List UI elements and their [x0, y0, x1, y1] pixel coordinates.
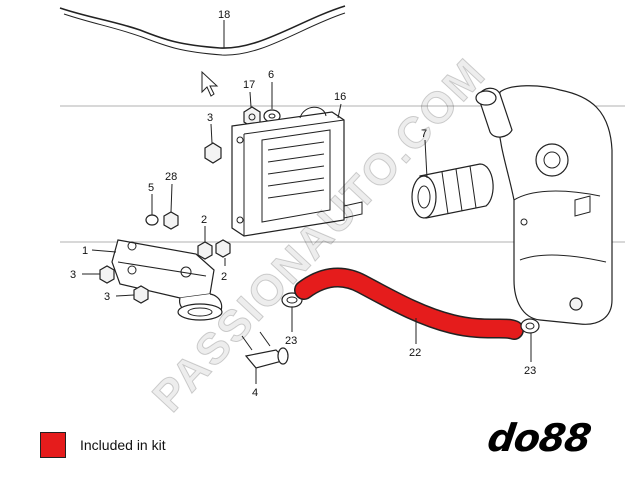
callout-18: 18	[218, 9, 230, 21]
nut-3-top	[204, 142, 222, 164]
callout-3-low: 3	[104, 291, 110, 303]
leader-17	[249, 91, 252, 108]
watermark: PASSIONAUTO.COM	[143, 49, 495, 421]
nut-3-mid	[99, 265, 115, 284]
stabiliser-bar-outline	[63, 12, 346, 56]
washer-5	[145, 214, 159, 226]
callout-1: 1	[82, 245, 88, 257]
brand-logo-text: do88	[484, 416, 594, 460]
callout-6: 6	[268, 69, 274, 81]
callout-3-top: 3	[207, 112, 213, 124]
nut-28	[163, 211, 179, 230]
callout-2-a: 2	[201, 214, 207, 226]
callout-2-b: 2	[221, 271, 227, 283]
thermostat-housing-1	[111, 239, 223, 321]
leader-3-top	[210, 123, 213, 144]
callout-22: 22	[409, 347, 421, 359]
leader-1	[91, 249, 117, 253]
brand-logo: do88	[464, 414, 614, 462]
pointer-cursor-icon	[201, 70, 219, 97]
callout-5: 5	[148, 182, 154, 194]
callout-4: 4	[252, 387, 258, 399]
oil-hose-22-fill	[295, 269, 523, 339]
legend-label: Included in kit	[80, 437, 166, 453]
callout-3-mid: 3	[70, 269, 76, 281]
callout-16: 16	[334, 91, 346, 103]
oil-tank	[497, 85, 613, 325]
oil-cooler-16	[231, 106, 363, 237]
callout-17: 17	[243, 79, 255, 91]
stabiliser-bar	[59, 5, 346, 49]
leader-3-low	[115, 294, 135, 297]
nut-3-low	[133, 285, 149, 304]
connecting-tube-4	[241, 331, 289, 369]
hose-clamp-23-right	[520, 318, 540, 334]
callout-28: 28	[165, 171, 177, 183]
leader-16	[337, 103, 342, 119]
callout-23-right: 23	[524, 365, 536, 377]
legend-swatch	[40, 432, 66, 458]
callout-23-left: 23	[285, 335, 297, 347]
leader-7	[424, 139, 428, 179]
nut-2-a	[197, 241, 213, 260]
oil-filter-7	[411, 163, 494, 219]
oil-tank-filler-neck	[475, 87, 513, 138]
nut-2-b	[215, 239, 231, 258]
callout-7: 7	[421, 128, 427, 140]
legend: Included in kit	[40, 432, 166, 458]
leader-28	[170, 183, 173, 213]
